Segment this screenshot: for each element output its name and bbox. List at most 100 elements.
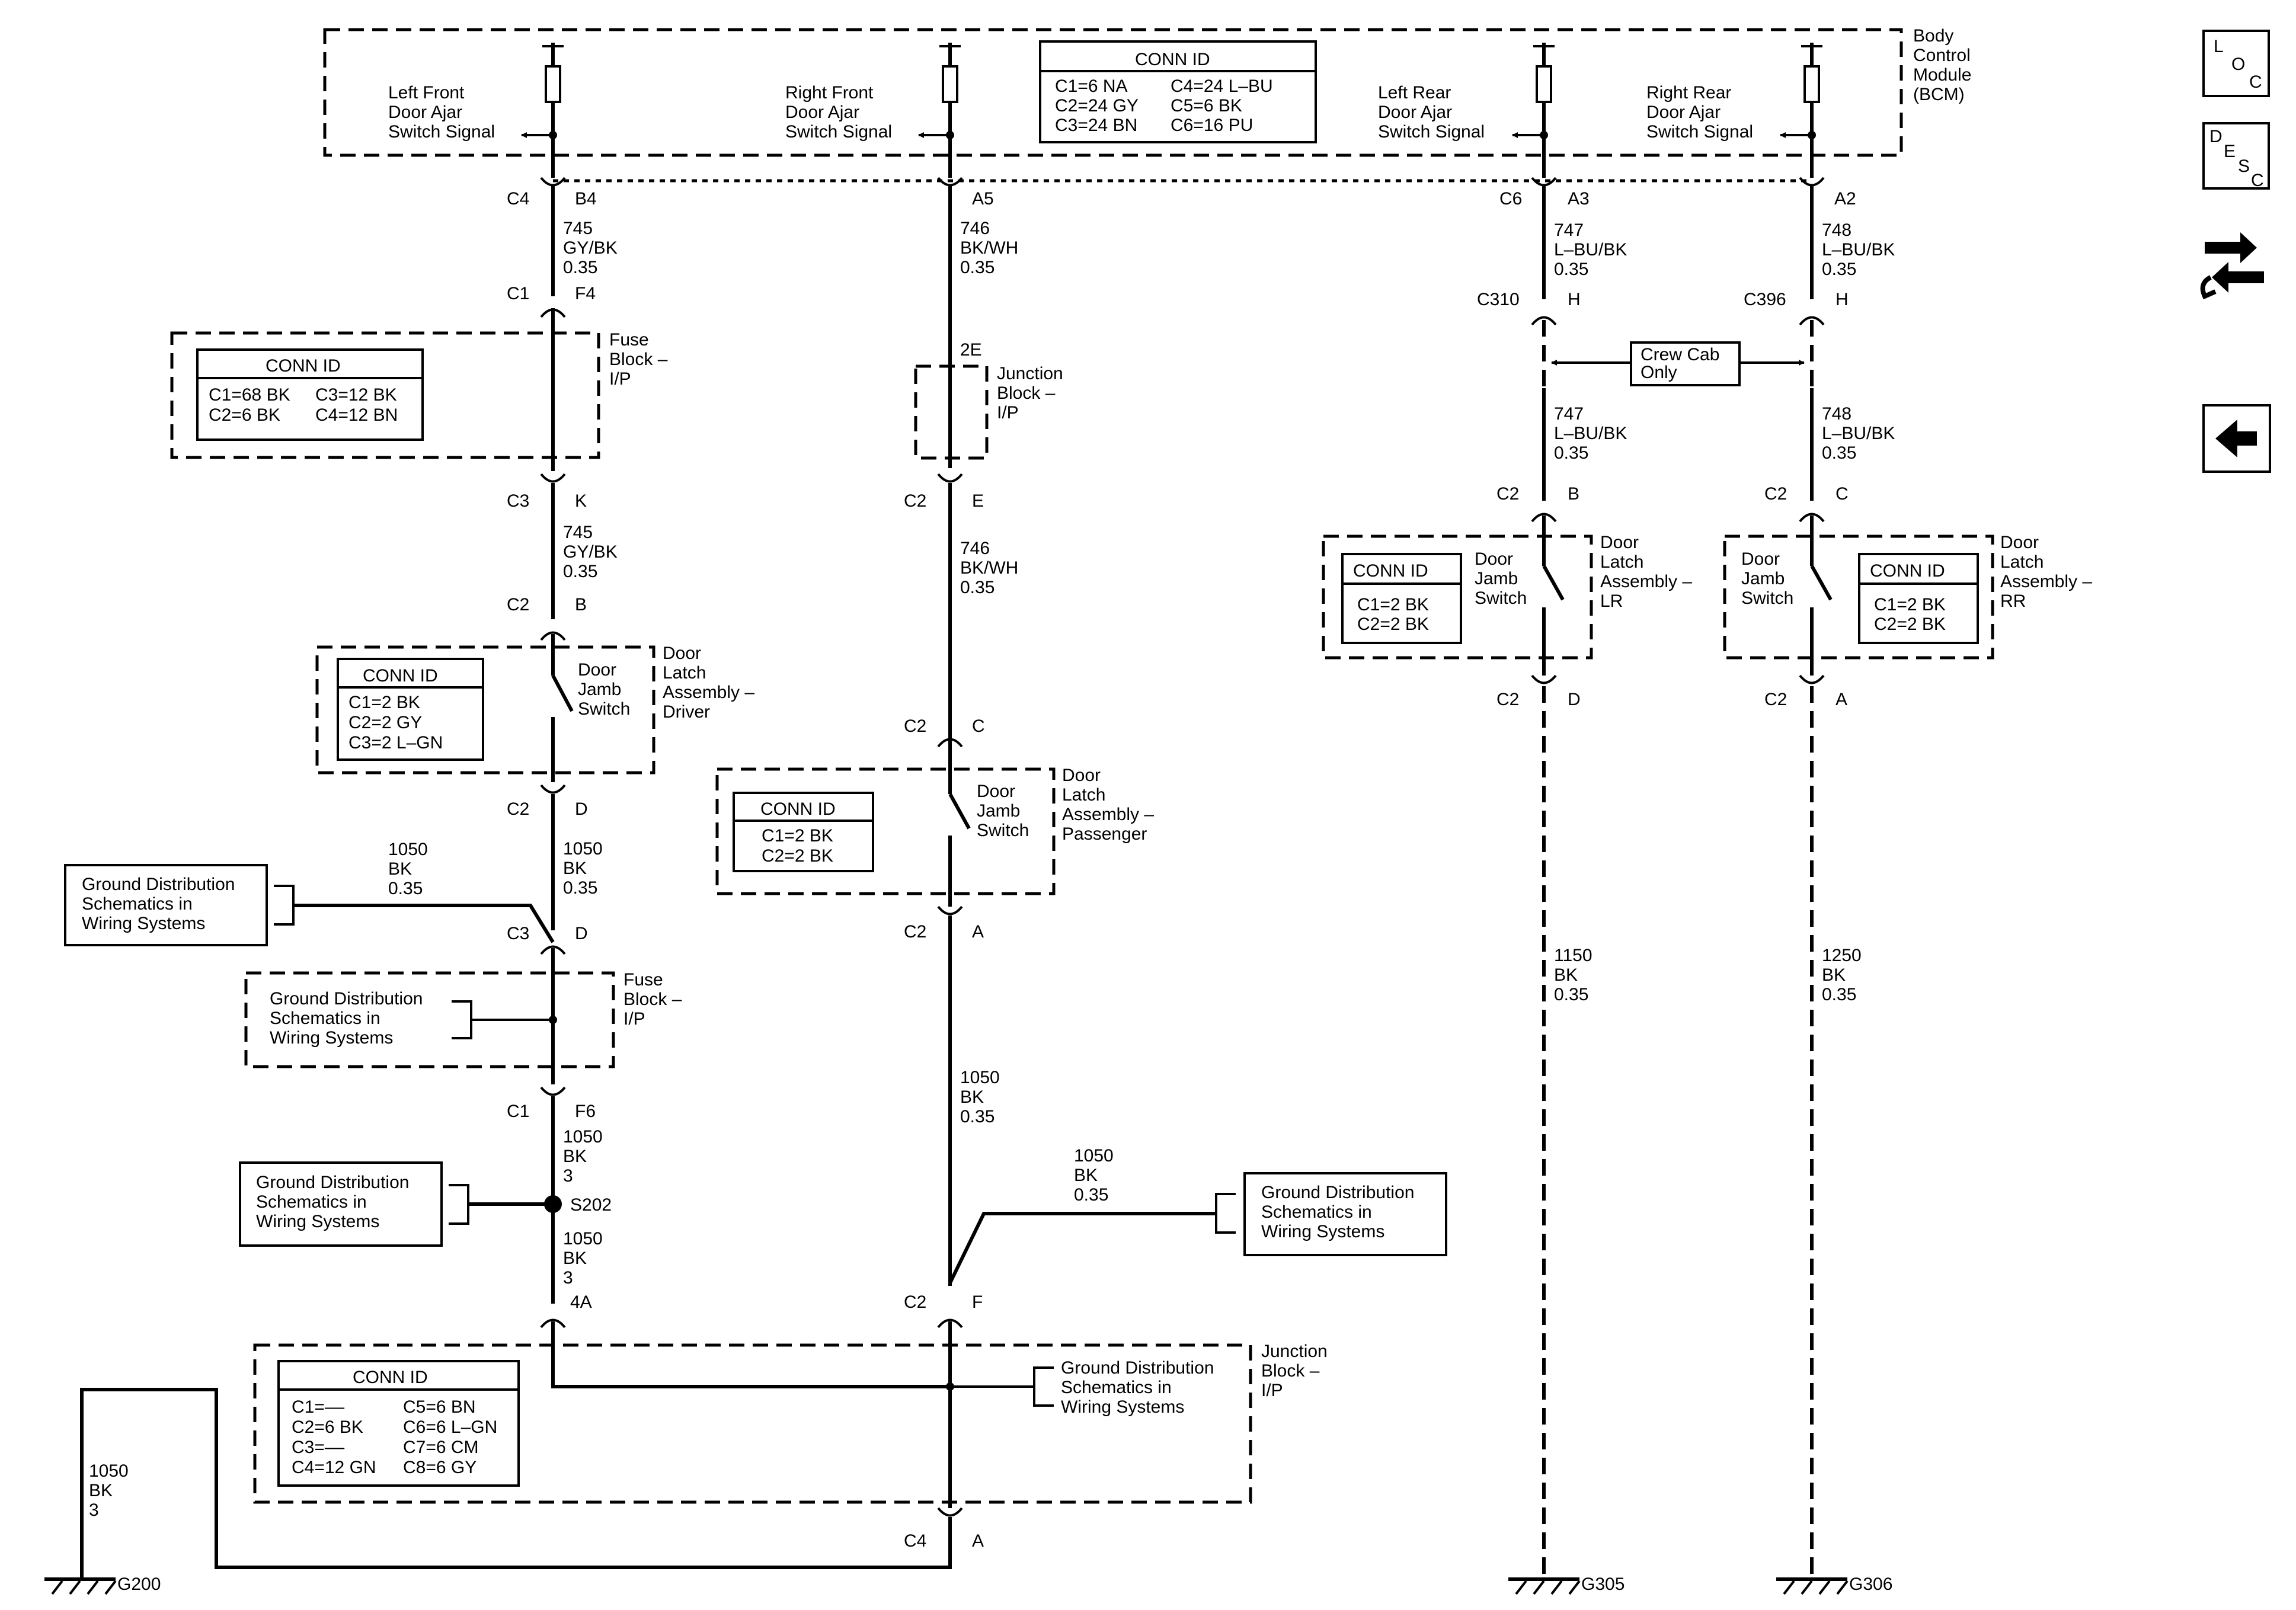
desc-letter: C — [2251, 171, 2264, 190]
lf-switch-label: Switch — [578, 699, 630, 719]
lf-fuse-conn-title: CONN ID — [266, 356, 341, 376]
lf-circuit: 745 GY/BK 0.35 C1 F4 CONN ID C1=68 BK C2… — [64, 185, 950, 1388]
lf-fuse2-label: I/P — [623, 1009, 645, 1029]
lf-gnd-wire: BK — [388, 859, 412, 879]
bcm-conn-row: C4=24 L–BU — [1171, 76, 1273, 96]
crew-cab-note: Crew Cab Only — [1551, 341, 1805, 386]
lf-wire4: 3 — [563, 1166, 573, 1186]
rr-wire3: 1250 — [1822, 946, 1862, 965]
desc-letter: D — [2209, 127, 2223, 146]
rr-wire2: L–BU/BK — [1822, 424, 1895, 443]
lf-latch-label: Driver — [663, 702, 710, 722]
rf-latch-label: Passenger — [1062, 824, 1147, 844]
lr-circuit: 747 L–BU/BK 0.35 C310 H 747 L–BU/BK 0.35… — [1322, 185, 1692, 1595]
rr-latch-label: RR — [2000, 591, 2026, 611]
rf-wire3: 1050 — [960, 1068, 1000, 1087]
lf-latch-conn-title: CONN ID — [363, 666, 438, 686]
jb-gnd-ref: Wiring Systems — [1061, 1397, 1184, 1417]
rf-gnd-wire: 0.35 — [1074, 1185, 1108, 1205]
rr-latch-label: Assembly – — [2000, 572, 2092, 591]
rr-wire2: 748 — [1822, 404, 1851, 424]
rf-c2d: C2 — [904, 1292, 926, 1312]
lf-gnd-wire: 1050 — [388, 840, 428, 859]
rf-wire2: 746 — [960, 539, 990, 558]
g200-wire: 3 — [89, 1500, 99, 1520]
rr-signal-label: Right Rear — [1646, 83, 1731, 103]
lr-wire1: L–BU/BK — [1554, 240, 1627, 260]
rr-wire1: L–BU/BK — [1822, 240, 1895, 260]
lf-c1b: C1 — [507, 1102, 529, 1121]
lr-wire2: 0.35 — [1554, 443, 1588, 463]
lf-fuse2-label: Block – — [623, 990, 682, 1009]
rr-latch-label: Door — [2000, 533, 2039, 552]
rr-switch-label: Switch — [1741, 588, 1793, 608]
lf-gnd-ref3: Ground Distribution — [256, 1173, 409, 1192]
lr-signal-label: Left Rear — [1378, 83, 1451, 103]
rf-signal-label: Right Front — [785, 83, 874, 103]
bcm-conn-row: C6=16 PU — [1171, 116, 1253, 135]
rf-circuit: 746 BK/WH 0.35 2E Junction Block – I/P C… — [715, 185, 1447, 1508]
ground-icon — [1508, 1577, 1581, 1595]
lf-wire1: 0.35 — [563, 258, 597, 277]
bcm-conn-row: C5=6 BK — [1171, 96, 1242, 116]
jb-conn-row: C3=–– — [292, 1438, 345, 1457]
desc-icon[interactable]: D E S C — [2202, 122, 2270, 190]
crew-cab-text: Crew Cab — [1641, 345, 1719, 364]
junction-block: Junction Block – I/P CONN ID C1=–– C2=6 … — [44, 1342, 1328, 1595]
rf-switch-label: Door — [977, 782, 1015, 801]
rf-latch-label: Assembly – — [1062, 805, 1154, 824]
lr-wire2: 747 — [1554, 404, 1584, 424]
lr-c2: C2 — [1496, 484, 1519, 504]
lf-c1: C1 — [507, 284, 529, 303]
lr-signal-label: Door Ajar — [1378, 103, 1452, 122]
rr-wire1: 0.35 — [1822, 260, 1856, 279]
lf-pullup — [521, 43, 564, 178]
rf-latch-label: Door — [1062, 766, 1101, 785]
lr-latch-conn-row: C2=2 BK — [1357, 614, 1429, 634]
jb-conn-title: CONN ID — [353, 1368, 428, 1387]
lr-switch-label: Switch — [1475, 588, 1527, 608]
back-arrow-icon[interactable] — [2202, 404, 2271, 473]
rf-c: C — [972, 716, 985, 736]
bcm-conn-row: C3=24 BN — [1055, 116, 1137, 135]
rr-a: A — [1835, 690, 1847, 709]
rr-wire3: 0.35 — [1822, 985, 1856, 1004]
bcm-label-4: (BCM) — [1913, 85, 1965, 104]
jb-conn-row: C1=–– — [292, 1397, 345, 1417]
lr-wire3: 0.35 — [1554, 985, 1588, 1004]
lf-latch-label: Latch — [663, 663, 706, 683]
rf-e: E — [972, 491, 984, 511]
rr-c396: C396 — [1744, 290, 1786, 309]
loc-letter: L — [2214, 37, 2224, 56]
lf-c3b: C3 — [507, 924, 529, 943]
desc-letter: S — [2238, 156, 2250, 176]
rf-a: A — [972, 922, 984, 942]
lf-wire3: BK — [563, 859, 587, 878]
lr-signal-label: Switch Signal — [1378, 122, 1485, 142]
lf-wire4: 1050 — [563, 1127, 603, 1147]
lf-fuse-label: Fuse — [609, 330, 649, 350]
bcm-label-1: Body — [1913, 26, 1953, 46]
wrench-arrows-icon[interactable] — [2200, 232, 2264, 300]
loc-letter: O — [2231, 55, 2245, 74]
jb-gnd-ref: Ground Distribution — [1061, 1358, 1214, 1378]
lf-c2: C2 — [507, 595, 529, 614]
lf-latch-conn-row: C1=2 BK — [348, 693, 420, 712]
lf-latch-conn-row: C3=2 L–GN — [348, 733, 443, 753]
rr-signal-label: Door Ajar — [1646, 103, 1721, 122]
rr-h: H — [1835, 290, 1849, 309]
lf-d: D — [575, 799, 588, 819]
rf-latch-conn-row: C1=2 BK — [762, 826, 833, 846]
jb-a: A — [972, 1531, 984, 1551]
g200-label: G200 — [117, 1574, 161, 1594]
lr-latch-conn-title: CONN ID — [1353, 561, 1428, 581]
rf-gnd-ref: Wiring Systems — [1261, 1222, 1384, 1241]
lf-wire1: GY/BK — [563, 238, 618, 258]
rr-latch-conn-title: CONN ID — [1870, 561, 1945, 581]
bcm-label-2: Control — [1913, 46, 1971, 65]
rf-signal-label: Switch Signal — [785, 122, 892, 142]
rr-pullup — [1780, 43, 1822, 178]
rf-jb-label: I/P — [997, 403, 1019, 422]
lf-gnd-ref3: Schematics in — [256, 1192, 367, 1212]
loc-icon[interactable]: L O C — [2202, 30, 2270, 97]
